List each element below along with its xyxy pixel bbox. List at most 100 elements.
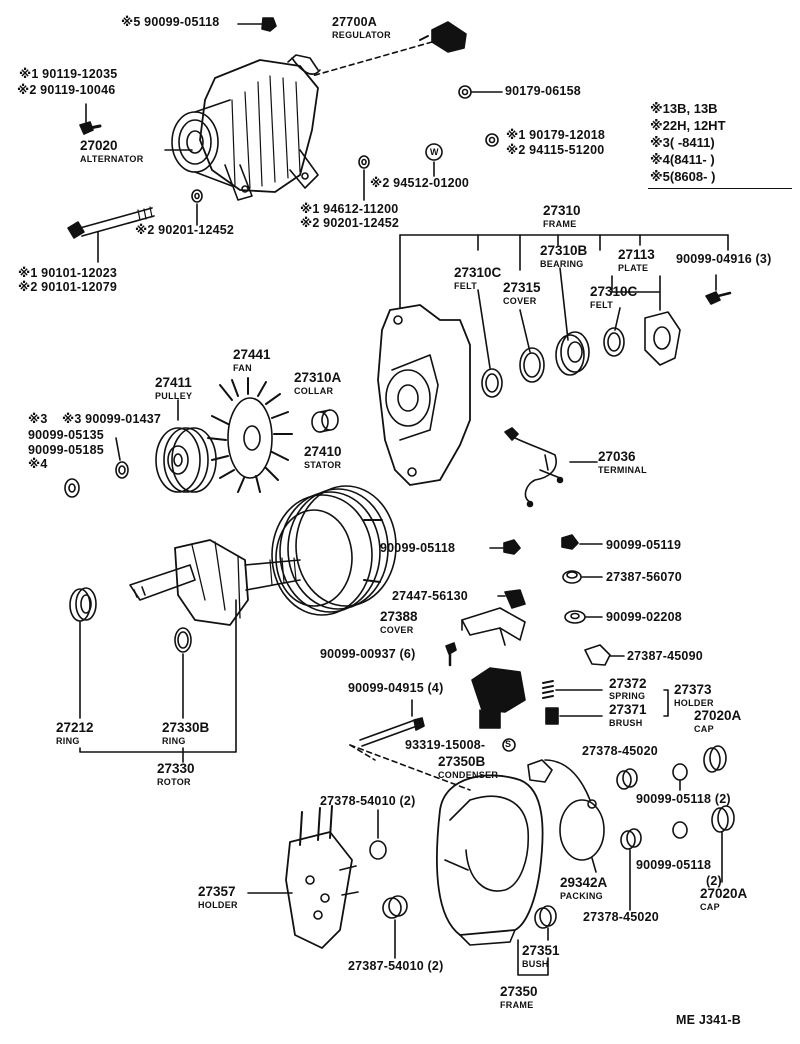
bush-27351-drawing (534, 905, 557, 929)
pulley-27411-drawing (155, 427, 217, 493)
part-number: 27388 (380, 609, 418, 624)
part-label: ※3 (28, 412, 48, 426)
drawing-code: ME J341-B (676, 1013, 742, 1027)
part-name: HOLDER (674, 698, 714, 708)
part-name: PULLEY (155, 391, 193, 401)
part-number: 27350 (500, 984, 538, 999)
cap-27020a-lower-drawing (711, 805, 735, 833)
part-number: 27310C (590, 284, 638, 299)
regulator-drawing (419, 21, 467, 53)
part-number: 27411 (155, 375, 192, 390)
part-label: 27387-56070 (606, 570, 682, 584)
part-label: (2) (706, 874, 722, 888)
ring-27212-drawing (69, 587, 97, 622)
part-number: 27700A (332, 15, 377, 29)
part-name: BRUSH (609, 718, 643, 728)
bracket-ticks (399, 234, 729, 309)
legend-row: ※4(8411- ) (650, 152, 715, 167)
part-number: 27310C (454, 265, 502, 280)
insulator-27387-45090 (584, 644, 611, 666)
nut-90179-12018 (485, 133, 499, 147)
part-number: 27310B (540, 243, 588, 258)
part-name: CONDENSER (438, 770, 499, 780)
terminal-27036-drawing (504, 427, 564, 508)
condenser-27350b-drawing (527, 759, 597, 809)
plate-27113-drawing (644, 311, 681, 366)
part-label: 90099-04915 (4) (348, 681, 444, 695)
dashed-leader (349, 744, 376, 761)
brush-holder-drawing (471, 667, 526, 729)
felt-27310c-drawing (481, 368, 503, 398)
nut-90099-05118-mid (503, 539, 521, 555)
bush-27378-45020-lower (620, 828, 642, 850)
part-name: RING (56, 736, 80, 746)
part-name: PLATE (618, 263, 649, 273)
part-name: ALTERNATOR (80, 154, 144, 164)
packing-29342a-drawing (559, 799, 605, 861)
part-number: 27020A (700, 886, 748, 901)
part-name: FELT (454, 281, 478, 291)
part-label: 90099-05185 (28, 443, 104, 457)
part-label: ※3 90099-01437 (62, 412, 162, 426)
bolt-90119-drawing (79, 121, 102, 135)
part-name: FRAME (543, 219, 577, 229)
bush-27378-54010 (369, 840, 387, 860)
s-mark-circle (502, 738, 516, 752)
cover-27315-drawing (519, 347, 545, 383)
part-label: 27378-54010 (2) (320, 794, 416, 808)
bracket (663, 689, 669, 717)
part-number: 27373 (674, 682, 712, 697)
legend-row: ※22H, 12HT (650, 118, 726, 133)
part-name: SPRING (609, 691, 646, 701)
washer-94612 (358, 155, 370, 169)
brush-27371-drawing (545, 707, 559, 725)
nut-90179-06158 (458, 85, 472, 99)
long-bolt-drawing (67, 206, 155, 239)
part-number: 27315 (503, 280, 541, 295)
part-label: ※4 (28, 457, 48, 471)
part-label: 90099-05119 (606, 538, 682, 552)
part-number: 27310A (294, 370, 342, 385)
fan-27441-drawing (207, 377, 293, 493)
part-label: 90179-06158 (505, 84, 581, 98)
stator-27410-drawing (271, 485, 397, 616)
part-label: 90099-05118 (636, 858, 712, 872)
washer-27387-56070 (562, 570, 582, 584)
bush-27387-54010 (382, 895, 408, 919)
clip-27447-56130 (504, 589, 526, 609)
part-name: BEARING (540, 259, 584, 269)
legend-row: ※13B, 13B (650, 101, 718, 116)
legend-rule (648, 188, 792, 189)
nut-90099-05118-top (261, 17, 277, 32)
washer-w (425, 143, 443, 161)
part-name: ROTOR (157, 777, 191, 787)
collar-27310a-drawing (311, 409, 339, 433)
part-label: ※2 94115-51200 (506, 143, 605, 157)
bearing-27310b-drawing (555, 331, 590, 376)
washer-90099-02208 (564, 610, 586, 624)
legend-row: ※5(8608- ) (650, 169, 716, 184)
part-label: 93319-15008- (405, 738, 486, 752)
part-number: 27410 (304, 444, 342, 459)
part-label: 90099-05118 (380, 541, 456, 555)
part-label: 27387-45090 (627, 649, 703, 663)
s-mark: S (505, 739, 512, 749)
washer-90201 (191, 189, 203, 203)
nut-90099-05118-lower (672, 821, 688, 839)
part-name: RING (162, 736, 186, 746)
dashed-leader (349, 744, 471, 791)
part-label: ※2 90119-10046 (17, 83, 116, 97)
part-number: 27036 (598, 449, 636, 464)
part-number: 27020A (694, 708, 742, 723)
part-number: 27113 (618, 247, 655, 262)
leaders (477, 267, 717, 369)
rotor-bracket (79, 599, 237, 763)
legend-row: ※3( -8411) (650, 135, 715, 150)
part-label: ※2 90201-12452 (300, 216, 400, 230)
part-label: 90099-02208 (606, 610, 682, 624)
spring-27372-drawing (542, 680, 554, 699)
part-number: 27330B (162, 720, 210, 735)
holder-27357-drawing (285, 805, 359, 949)
